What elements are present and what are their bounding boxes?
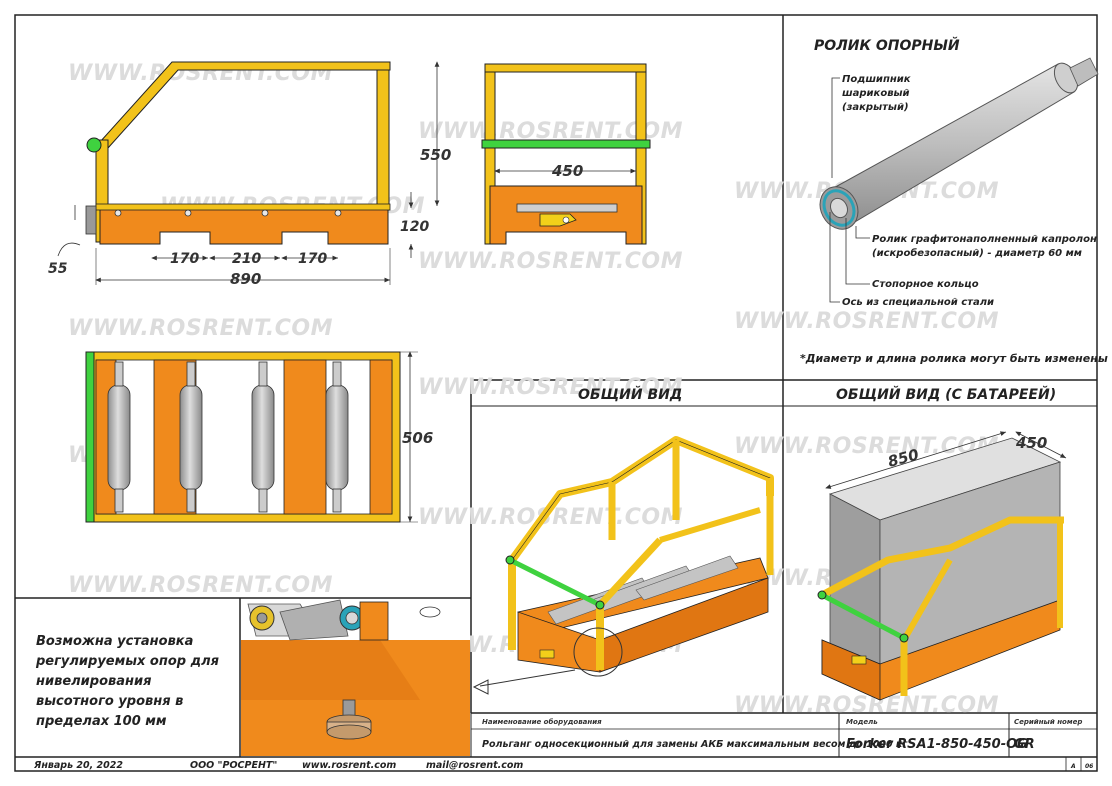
svg-text:Наименование оборудования: Наименование оборудования <box>482 718 602 726</box>
svg-text:ООО "РОСРЕНТ": ООО "РОСРЕНТ" <box>190 760 277 771</box>
svg-text:A: A <box>1070 763 1076 770</box>
svg-text:WWW.ROSRENT.COM: WWW.ROSRENT.COM <box>68 316 333 341</box>
svg-text:Подшипник: Подшипник <box>842 74 911 85</box>
svg-text:GR: GR <box>1014 737 1035 752</box>
svg-text:WWW.ROSRENT.COM: WWW.ROSRENT.COM <box>68 573 333 598</box>
svg-text:mail@rosrent.com: mail@rosrent.com <box>426 760 523 771</box>
svg-text:Ролик графитонаполненный капро: Ролик графитонаполненный капролон <box>872 233 1097 245</box>
handle-end <box>86 137 102 153</box>
roller-labels: РОЛИК ОПОРНЫЙ Подшипник шариковый (закры… <box>800 37 1108 365</box>
svg-text:890: 890 <box>230 270 261 288</box>
roller-title: РОЛИК ОПОРНЫЙ <box>814 37 960 54</box>
svg-text:(искробезопасный) - диаметр 60: (искробезопасный) - диаметр 60 мм <box>872 247 1082 259</box>
svg-text:Серийный номер: Серийный номер <box>1014 718 1082 726</box>
svg-text:Январь 20, 2022: Январь 20, 2022 <box>33 760 123 771</box>
svg-text:шариковый: шариковый <box>842 88 910 99</box>
svg-text:06: 06 <box>1085 763 1093 770</box>
general-view-title: ОБЩИЙ ВИД <box>578 386 682 403</box>
svg-text:Ось из специальной стали: Ось из специальной стали <box>842 297 994 308</box>
svg-text:WWW.ROSRENT.COM: WWW.ROSRENT.COM <box>734 693 999 718</box>
roller-illustration <box>819 57 1099 303</box>
svg-text:170: 170 <box>298 251 327 267</box>
roller-footnote: *Диаметр и длина ролика могут быть измен… <box>800 352 1108 365</box>
battery-view-iso: 850 450 <box>817 431 1067 701</box>
svg-text:120: 120 <box>400 219 429 235</box>
svg-text:Модель: Модель <box>846 718 878 726</box>
foot-detail <box>241 599 470 756</box>
svg-text:WWW.ROSRENT.COM: WWW.ROSRENT.COM <box>418 249 683 274</box>
battery-view-title: ОБЩИЙ ВИД (С БАТАРЕЕЙ) <box>836 386 1056 403</box>
leveling-note: Возможна установка регулируемых опор для… <box>36 634 219 729</box>
top-view: 506 <box>85 351 433 523</box>
svg-text:450: 450 <box>1015 434 1047 452</box>
svg-text:210: 210 <box>232 251 261 267</box>
svg-text:170: 170 <box>170 251 199 267</box>
side-dimensions: 550 120 55 170 210 170 890 <box>48 61 451 288</box>
svg-text:(закрытый): (закрытый) <box>842 102 909 113</box>
general-view-iso <box>472 436 774 695</box>
svg-text:550: 550 <box>420 146 451 164</box>
front-view: 450 <box>481 63 651 245</box>
svg-text:506: 506 <box>402 429 433 447</box>
svg-text:www.rosrent.com: www.rosrent.com <box>302 760 396 771</box>
svg-text:Стопорное кольцо: Стопорное кольцо <box>872 279 979 290</box>
side-view <box>85 61 391 245</box>
svg-text:450: 450 <box>551 162 583 180</box>
svg-text:WWW.ROSRENT.COM: WWW.ROSRENT.COM <box>418 375 683 400</box>
svg-text:WWW.ROSRENT.COM: WWW.ROSRENT.COM <box>734 309 999 334</box>
title-block: Наименование оборудования Рольганг однос… <box>482 718 1082 752</box>
svg-text:Рольганг односекционный для за: Рольганг односекционный для замены АКБ м… <box>482 739 908 750</box>
footer: Январь 20, 2022 ООО "РОСРЕНТ" www.rosren… <box>33 760 1093 771</box>
svg-text:55: 55 <box>48 261 68 277</box>
svg-text:Forker RSA1-850-450-OG: Forker RSA1-850-450-OG <box>846 737 1028 752</box>
